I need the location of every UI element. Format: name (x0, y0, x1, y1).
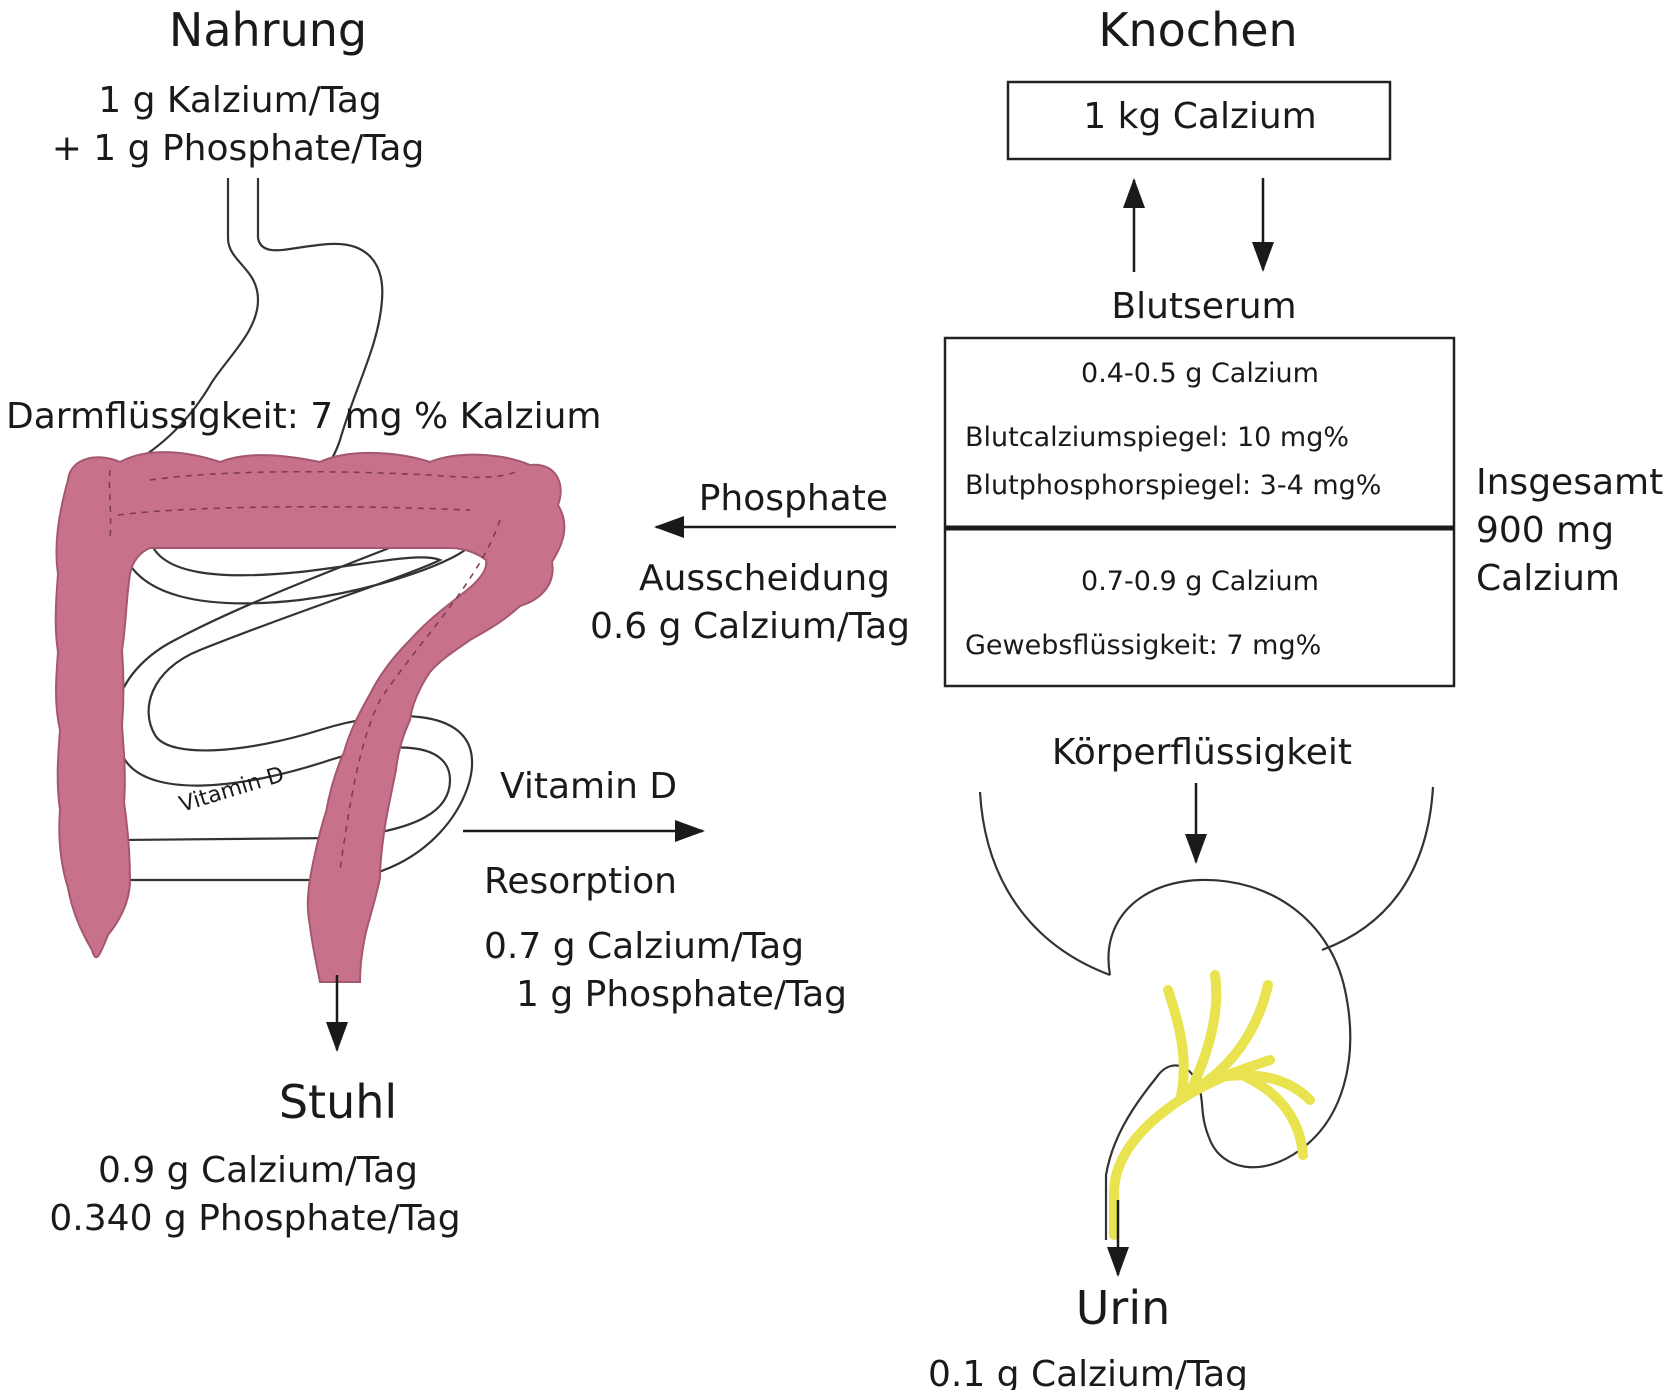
urin-title: Urin (1076, 1281, 1171, 1335)
tissue-fluid-level: Gewebsflüssigkeit: 7 mg% (965, 630, 1321, 661)
body-cavity-outline (978, 786, 1435, 977)
blutserum-title: Blutserum (1111, 286, 1296, 327)
total-label-line3: Calzium (1476, 558, 1620, 599)
small-intestine-outline (113, 525, 475, 882)
nahrung-phosphate-intake: + 1 g Phosphate/Tag (52, 128, 425, 169)
body-fluid-label: Körperflüssigkeit (1052, 732, 1352, 773)
stuhl-phosphate: 0.340 g Phosphate/Tag (49, 1198, 460, 1239)
digestive-tract-illustration: Vitamin D (54, 178, 566, 1052)
excretion-arrow-label: Phosphate (699, 478, 888, 519)
blutserum-box (943, 336, 1456, 688)
resorption-arrow-label: Vitamin D (500, 766, 677, 807)
knochen-title: Knochen (1098, 3, 1297, 57)
knochen-box (1006, 80, 1392, 161)
knochen-box-label: 1 kg Calzium (1083, 96, 1316, 137)
resorption-phosphate: 1 g Phosphate/Tag (516, 974, 847, 1015)
urin-amount: 0.1 g Calzium/Tag (928, 1354, 1248, 1390)
blood-phosphor-level: Blutphosphorspiegel: 3-4 mg% (965, 470, 1381, 501)
nahrung-calcium-intake: 1 g Kalzium/Tag (98, 80, 382, 121)
resorption-title: Resorption (484, 861, 677, 902)
ureter-and-calyces (1109, 970, 1315, 1240)
resorption-calcium: 0.7 g Calzium/Tag (484, 926, 804, 967)
nahrung-title: Nahrung (169, 3, 367, 57)
colon (54, 451, 566, 983)
stuhl-title: Stuhl (279, 1075, 397, 1129)
total-label-line1: Insgesamt (1476, 462, 1663, 503)
blood-calcium-level: Blutcalziumspiegel: 10 mg% (965, 422, 1349, 453)
intestinal-fluid-label: Darmflüssigkeit: 7 mg % Kalzium (6, 396, 601, 437)
intestine-vitamin-d-label: Vitamin D (176, 762, 287, 818)
excretion-title: Ausscheidung (639, 558, 890, 599)
stuhl-calcium: 0.9 g Calzium/Tag (98, 1150, 418, 1191)
esophagus-stomach-outline (119, 178, 384, 482)
total-label-line2: 900 mg (1476, 510, 1614, 551)
serum-lower-amount: 0.7-0.9 g Calzium (1081, 566, 1319, 597)
excretion-amount: 0.6 g Calzium/Tag (590, 606, 910, 647)
serum-upper-amount: 0.4-0.5 g Calzium (1081, 358, 1319, 389)
